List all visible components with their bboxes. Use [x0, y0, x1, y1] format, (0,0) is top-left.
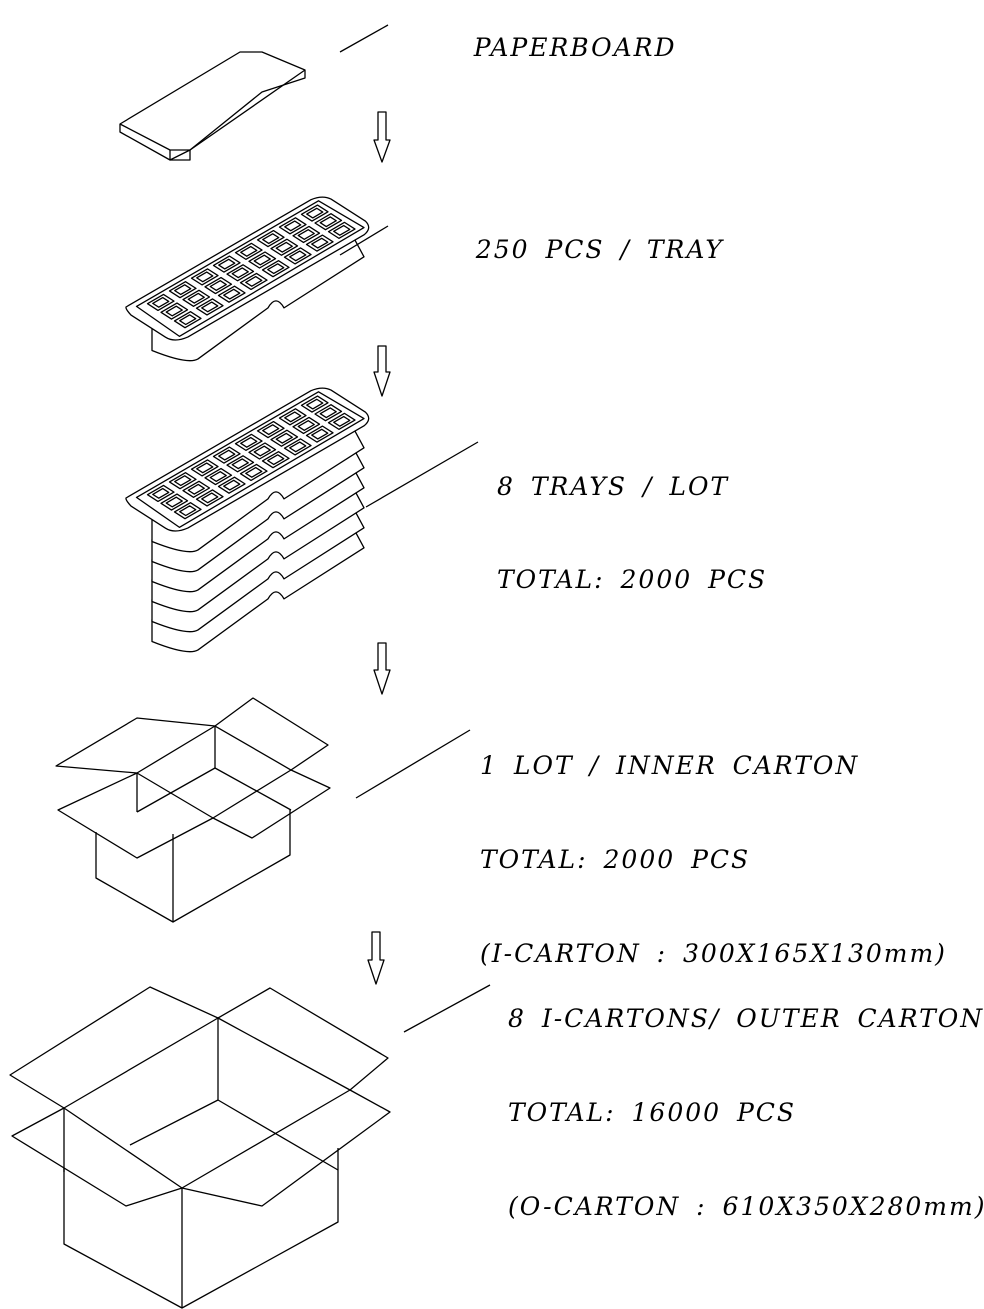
- step-2-line-1: 250 PCS / TRAY: [475, 235, 724, 264]
- tray-stack-illustration: [125, 387, 370, 653]
- paperboard-illustration: [119, 51, 306, 161]
- step-5-line-3: (O-CARTON : 610X350X280mm): [508, 1192, 984, 1221]
- leader-line-lot: [365, 441, 479, 508]
- down-arrow-icon: [367, 931, 385, 985]
- down-arrow-icon: [373, 345, 391, 397]
- tray-illustration: [125, 196, 370, 362]
- step-3-line-1: 8 TRAYS / LOT: [497, 472, 730, 501]
- down-arrow-icon: [373, 642, 391, 695]
- step-2-label: 250 PCS / TRAY: [412, 212, 724, 287]
- step-1-label: PAPERBOARD: [410, 10, 677, 85]
- inner-carton-illustration: [55, 697, 331, 923]
- step-5-label: 8 I-CARTONS/ OUTER CARTON TOTAL: 16000 P…: [508, 956, 984, 1269]
- step-3-label: 8 TRAYS / LOT TOTAL: 2000 PCS: [497, 424, 767, 642]
- leader-line-inner-carton: [355, 729, 471, 799]
- step-4-label: 1 LOT / INNER CARTON TOTAL: 2000 PCS (I-…: [480, 703, 947, 1016]
- step-4-line-1: 1 LOT / INNER CARTON: [480, 751, 860, 780]
- step-3-line-2: TOTAL: 2000 PCS: [497, 565, 768, 594]
- leader-line-paperboard: [339, 24, 389, 53]
- leader-line-tray: [339, 225, 389, 256]
- step-4-line-2: TOTAL: 2000 PCS: [480, 845, 751, 874]
- step-1-line-1: PAPERBOARD: [473, 33, 677, 62]
- leader-line-outer-carton: [403, 984, 491, 1033]
- outer-carton-illustration: [9, 986, 391, 1309]
- step-5-line-2: TOTAL: 16000 PCS: [508, 1098, 797, 1127]
- step-4-line-3: (I-CARTON : 300X165X130mm): [480, 939, 947, 968]
- down-arrow-icon: [373, 111, 391, 163]
- step-5-line-1: 8 I-CARTONS/ OUTER CARTON: [508, 1004, 984, 1033]
